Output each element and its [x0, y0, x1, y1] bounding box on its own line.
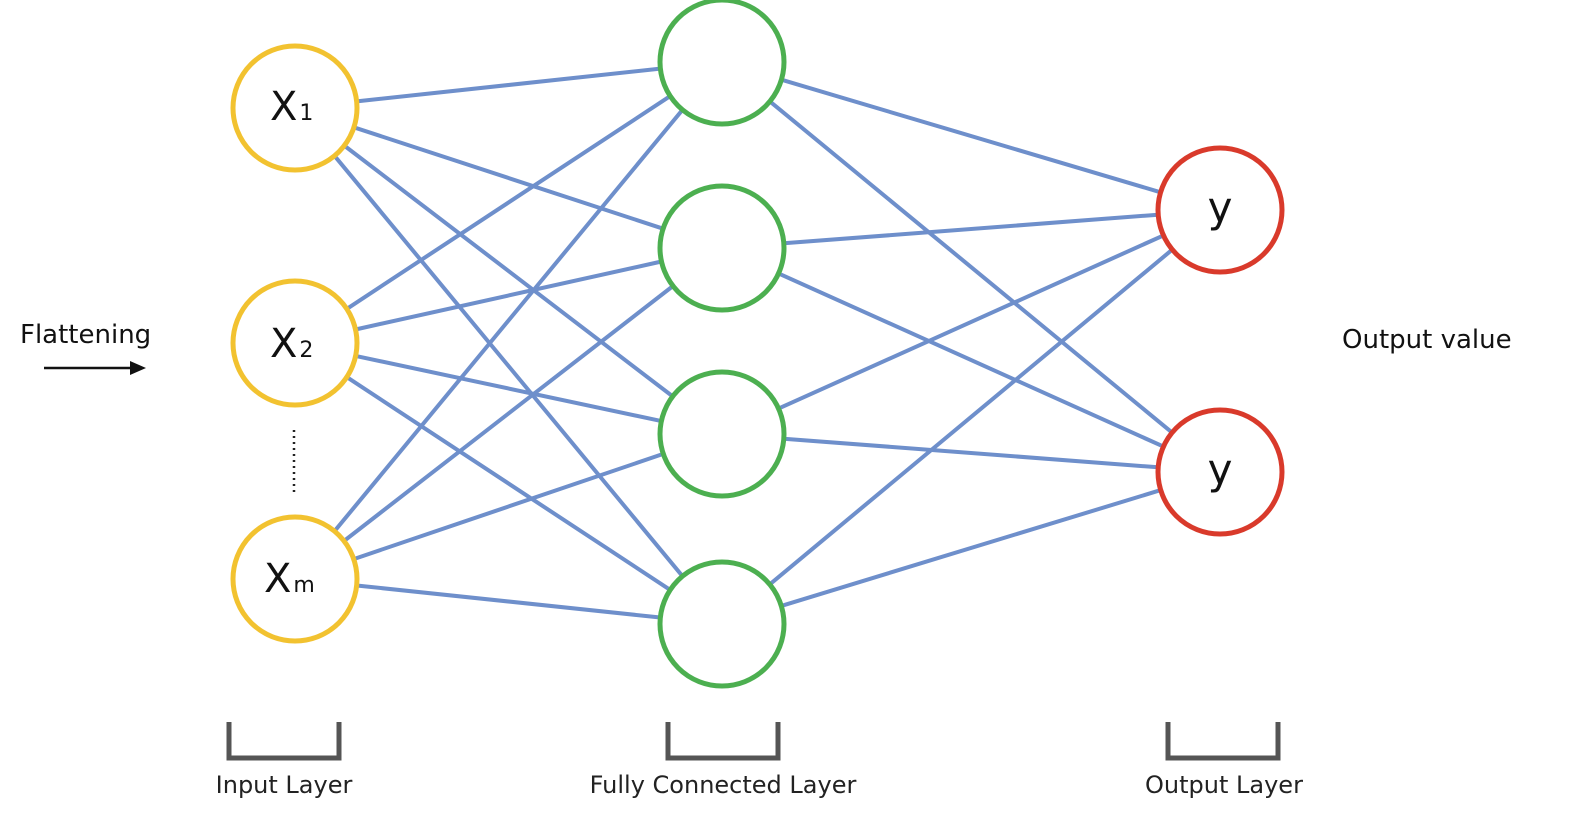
input-node-2-label: X2	[270, 321, 313, 367]
hidden-output-connection-2-1	[781, 212, 1161, 246]
input-node-1-label: X1	[270, 84, 313, 130]
hidden-output-connection-1-1	[779, 77, 1163, 195]
fully-connected-layer	[657, 0, 787, 689]
output-node-2	[1155, 407, 1285, 537]
hidden-output-connection-4-1	[767, 247, 1175, 587]
hidden-node-3	[657, 369, 787, 499]
hidden-output-connection-1-2	[767, 99, 1175, 435]
output-layer: y y	[1155, 145, 1285, 537]
output-value-label: Output value	[1342, 325, 1512, 355]
input-hidden-connection-1-4	[332, 153, 685, 579]
hidden-node-2	[657, 183, 787, 313]
input-node-3	[230, 514, 360, 644]
hidden-output-connection-2-2	[776, 271, 1166, 449]
input-layer-bracket	[226, 722, 342, 761]
input-hidden-connection-2-4	[344, 375, 673, 592]
hidden-node-1	[657, 0, 787, 127]
hidden-output-connection-3-1	[776, 233, 1166, 411]
output-layer-bracket	[1165, 722, 1281, 761]
input-hidden-connection-2-2	[353, 259, 664, 332]
connections	[332, 66, 1175, 620]
arrow-right-icon	[44, 361, 146, 375]
input-hidden-connection-2-3	[353, 353, 664, 424]
output-node-2-label: y	[1208, 445, 1233, 494]
fully-connected-layer-label: Fully Connected Layer	[590, 771, 857, 799]
hidden-layer-bracket	[665, 722, 781, 761]
layer-brackets	[226, 722, 1281, 761]
input-layer-label: Input Layer	[216, 771, 353, 799]
input-hidden-connection-1-2	[351, 125, 666, 231]
output-layer-label: Output Layer	[1145, 771, 1303, 799]
input-layer: X1 X2 Xm	[230, 43, 360, 644]
output-node-1-label: y	[1208, 183, 1233, 232]
input-hidden-connection-3-1	[332, 107, 685, 534]
input-hidden-connection-1-1	[354, 66, 663, 104]
output-node-1	[1155, 145, 1285, 275]
flattening-label: Flattening	[20, 320, 151, 350]
input-hidden-connection-3-2	[342, 284, 675, 543]
input-hidden-connection-3-4	[354, 583, 663, 620]
hidden-output-connection-4-2	[779, 488, 1163, 608]
input-node-3-label: Xm	[264, 556, 315, 602]
input-node-1	[230, 43, 360, 173]
input-hidden-connection-2-1	[344, 94, 673, 311]
input-hidden-connection-1-3	[342, 143, 675, 399]
hidden-output-connection-3-2	[781, 436, 1161, 470]
input-hidden-connection-3-3	[351, 451, 666, 562]
hidden-node-4	[657, 559, 787, 689]
input-node-2	[230, 278, 360, 408]
